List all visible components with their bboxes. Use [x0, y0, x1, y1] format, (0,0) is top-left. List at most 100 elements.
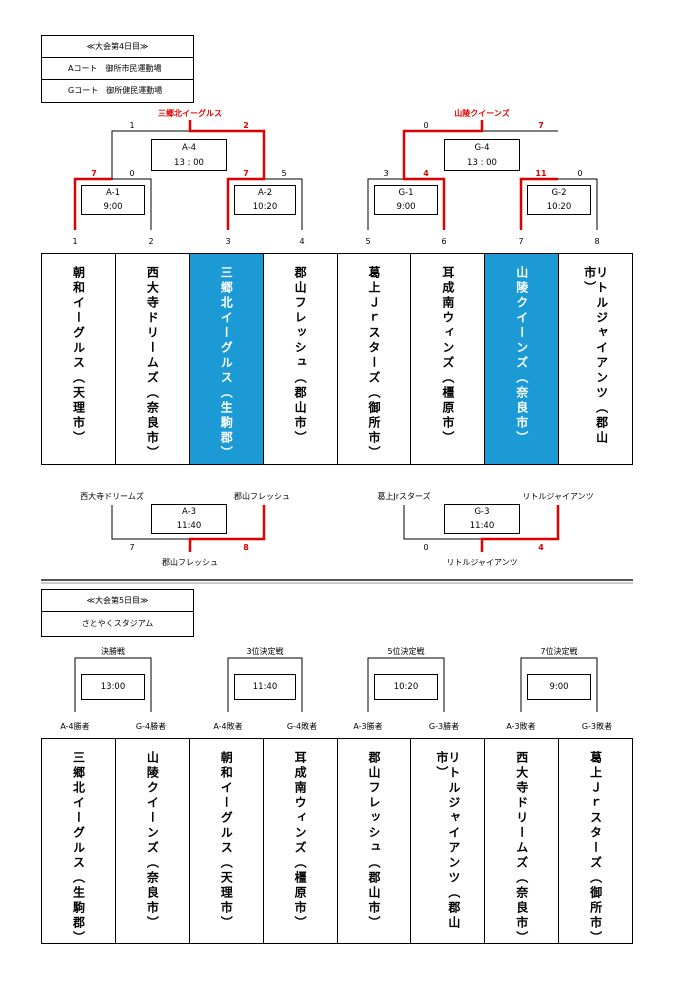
- team-name: 三郷北イーグルス（生駒郡）: [219, 266, 234, 461]
- game-time: 13:00: [100, 682, 126, 692]
- game-time: 9:00: [549, 682, 569, 692]
- match-time: 13 : 00: [174, 157, 204, 168]
- match-box-a4: A-4 13 : 00: [151, 139, 227, 171]
- team-cell-highlighted: 三郷北イーグルス（生駒郡）: [189, 254, 264, 464]
- match-box-g4: G-4 13 : 00: [444, 139, 520, 171]
- slot-label: A-4勝者: [60, 722, 90, 731]
- team-cell: 朝和イーグルス（天理市）: [42, 254, 116, 464]
- slot-label: G-4敗者: [286, 722, 318, 731]
- score-g3-right: 4: [538, 543, 544, 552]
- match-box-a2: A-2 10:20: [234, 185, 296, 215]
- a3-winner: 郡山フレッシュ: [162, 558, 218, 567]
- team-name: 朝和イーグルス（天理市）: [71, 266, 86, 446]
- day5-header: ≪大会第5日目≫: [42, 590, 193, 612]
- match-time: 9:00: [103, 202, 123, 212]
- team-cell: 山陵クイーンズ（奈良市）: [116, 739, 190, 943]
- match-id: A-1: [105, 188, 121, 198]
- team-name: 三郷北イーグルス（生駒郡）: [71, 751, 86, 946]
- game-title: 決勝戦: [101, 647, 125, 656]
- score-g3-left: 0: [423, 543, 429, 552]
- team-name: リトルジャイアンツ（郡山市）: [582, 266, 609, 446]
- match-time: 9:00: [396, 202, 416, 212]
- seed-number: 5: [365, 237, 371, 246]
- team-name: 葛上Ｊｒスターズ（御所市）: [366, 266, 381, 461]
- score-g2-left: 11: [535, 169, 547, 178]
- seed-number: 4: [299, 237, 305, 246]
- match-time: 10:20: [252, 202, 278, 212]
- game-title: 3位決定戦: [246, 647, 284, 656]
- score-a3-left: 7: [129, 543, 135, 552]
- team-name: 郡山フレッシュ（郡山市）: [366, 751, 381, 931]
- time-box-7th: 9:00: [527, 674, 591, 700]
- team-name: リトルジャイアンツ（郡山市）: [434, 751, 461, 931]
- team-name: 朝和イーグルス（天理市）: [219, 751, 234, 931]
- time-box-final: 13:00: [81, 674, 145, 700]
- slot-label: A-3勝者: [353, 722, 383, 731]
- team-name: 西大寺ドリームズ（奈良市）: [145, 266, 160, 461]
- match-id: A-2: [257, 188, 273, 198]
- score-a4-left: 1: [129, 121, 135, 130]
- team-name: 郡山フレッシュ（郡山市）: [293, 266, 308, 446]
- match-id: G-4: [474, 142, 490, 153]
- team-cell: 耳成南ウィンズ（橿原市）: [411, 254, 486, 464]
- team-cell: 耳成南ウィンズ（橿原市）: [264, 739, 338, 943]
- score-a3-right: 8: [243, 543, 249, 552]
- court-g-label: Gコート 御所健民運動場: [68, 86, 163, 95]
- right-bracket-winner: 山陵クイーンズ: [454, 109, 510, 118]
- team-name: 耳成南ウィンズ（橿原市）: [440, 266, 455, 446]
- match-time: 10:20: [546, 202, 572, 212]
- seed-number: 7: [518, 237, 524, 246]
- time-box-3rd: 11:40: [234, 674, 296, 700]
- court-a-label: Aコート 御所市民運動場: [42, 58, 193, 80]
- seed-number: 8: [594, 237, 600, 246]
- score-a1-left: 7: [91, 169, 97, 178]
- slot-label: A-4敗者: [213, 722, 243, 731]
- a3-team-right: 郡山フレッシュ: [234, 492, 290, 501]
- score-a1-right: 0: [129, 169, 135, 178]
- day5-info-box: ≪大会第5日目≫ さとやくスタジアム: [41, 589, 194, 637]
- match-box-a3: A-3 11:40: [151, 504, 227, 534]
- match-box-g1: G-1 9:00: [374, 185, 438, 215]
- team-cell: リトルジャイアンツ（郡山市）: [411, 739, 486, 943]
- team-name: 西大寺ドリームズ（奈良市）: [514, 751, 529, 946]
- seed-number: 3: [225, 237, 231, 246]
- seed-number: 1: [72, 237, 78, 246]
- day4-team-grid: 朝和イーグルス（天理市） 西大寺ドリームズ（奈良市） 三郷北イーグルス（生駒郡）…: [41, 253, 633, 465]
- team-name: 葛上Ｊｒスターズ（御所市）: [588, 751, 603, 946]
- match-time: 11:40: [176, 521, 202, 531]
- game-title: 7位決定戦: [540, 647, 578, 656]
- day5-venue: さとやくスタジアム: [81, 619, 154, 628]
- team-cell: 葛上Ｊｒスターズ（御所市）: [559, 739, 632, 946]
- match-id: A-4: [181, 142, 197, 153]
- score-a2-left: 7: [243, 169, 249, 178]
- team-cell: リトルジャイアンツ（郡山市）: [559, 254, 632, 464]
- g3-team-right: リトルジャイアンツ: [522, 492, 594, 501]
- left-bracket-winner: 三郷北イーグルス: [158, 109, 222, 118]
- time-box-5th: 10:20: [374, 674, 438, 700]
- team-cell: 郡山フレッシュ（郡山市）: [264, 254, 338, 464]
- team-cell-highlighted: 山陵クイーンズ（奈良市）: [485, 254, 560, 464]
- team-name: 耳成南ウィンズ（橿原市）: [293, 751, 308, 931]
- score-g4-right: 7: [538, 121, 544, 130]
- day5-team-grid: 三郷北イーグルス（生駒郡） 山陵クイーンズ（奈良市） 朝和イーグルス（天理市） …: [41, 738, 633, 946]
- day4-header: ≪大会第4日目≫: [42, 36, 193, 58]
- g3-team-left: 葛上Jrスターズ: [377, 492, 431, 501]
- score-a2-right: 5: [281, 169, 287, 178]
- match-id: G-1: [398, 188, 414, 198]
- g3-winner: リトルジャイアンツ: [446, 558, 518, 567]
- day4-info-box: ≪大会第4日目≫ Aコート 御所市民運動場 Gコート 御所健民運動場: [41, 35, 194, 103]
- seed-number: 2: [148, 237, 154, 246]
- score-g1-right: 4: [423, 169, 429, 178]
- match-time: 13 : 00: [467, 157, 497, 168]
- slot-label: G-3勝者: [428, 722, 460, 731]
- team-cell: 西大寺ドリームズ（奈良市）: [116, 254, 190, 464]
- game-time: 10:20: [393, 682, 419, 692]
- match-id: G-3: [474, 507, 490, 517]
- team-cell: 三郷北イーグルス（生駒郡）: [42, 739, 116, 946]
- score-g2-right: 0: [577, 169, 583, 178]
- match-time: 11:40: [469, 521, 495, 531]
- score-g1-left: 3: [383, 169, 389, 178]
- match-box-a1: A-1 9:00: [81, 185, 145, 215]
- a3-team-left: 西大寺ドリームズ: [80, 492, 144, 501]
